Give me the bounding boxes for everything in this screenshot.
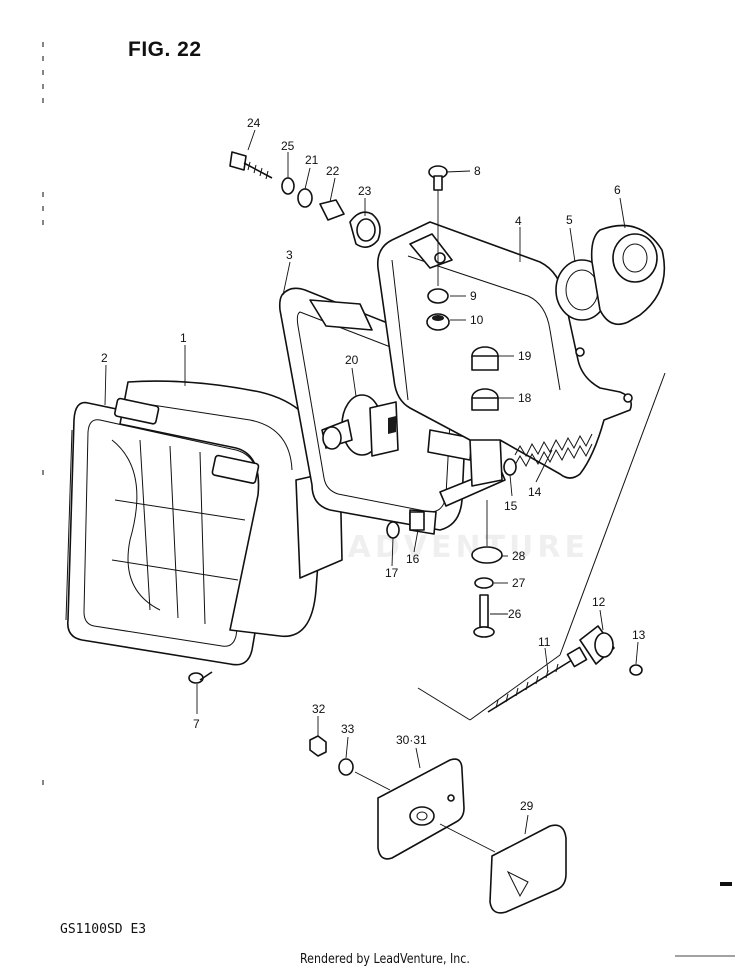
- callout-21: 21: [305, 153, 319, 167]
- callout-22: 22: [326, 164, 340, 178]
- assembly-divider-lines: [417, 372, 666, 721]
- callout-3: 3: [286, 248, 293, 262]
- adjusting-spring-part: [514, 433, 593, 468]
- callout-5: 5: [566, 213, 573, 227]
- callout-10: 10: [470, 313, 484, 327]
- callout-17: 17: [385, 566, 399, 580]
- callout-1: 1: [180, 331, 187, 345]
- reflector-lens-part: [489, 824, 567, 914]
- callout-8: 8: [474, 164, 481, 178]
- callout-20: 20: [345, 353, 359, 367]
- watermark-text: LEADVENTURE: [300, 530, 589, 565]
- callout-6: 6: [614, 183, 621, 197]
- callout-29: 29: [520, 799, 534, 813]
- figure-title: FIG. 22: [128, 38, 202, 61]
- callout-15: 15: [504, 499, 518, 513]
- callout-18: 18: [518, 391, 532, 405]
- callout-26: 26: [508, 607, 522, 621]
- callout-23: 23: [358, 184, 372, 198]
- socket-boot-part: [555, 224, 666, 326]
- callout-12: 12: [592, 595, 606, 609]
- callout-leader-lines: [104, 129, 639, 853]
- callout-32: 32: [312, 702, 326, 716]
- reflector-part: [377, 758, 465, 860]
- small-hardware-parts: [188, 151, 643, 776]
- callout-13: 13: [632, 628, 646, 642]
- callout-27: 27: [512, 576, 526, 590]
- callout-2: 2: [101, 351, 108, 365]
- rendered-by-footer: Rendered by LeadVenture, Inc.: [300, 952, 470, 967]
- callout-14: 14: [528, 485, 542, 499]
- callout-4: 4: [515, 214, 522, 228]
- callout-7: 7: [193, 717, 200, 731]
- headlight-bulb-part: [321, 394, 399, 457]
- callout-25: 25: [281, 139, 295, 153]
- callout-16: 16: [406, 552, 420, 566]
- callout-33: 33: [341, 722, 355, 736]
- margin-dash-mark: [720, 882, 732, 886]
- callout-labels: 1 2 3 4 5 6 7 8 9 10 11 12 13 14 15 16 1…: [101, 116, 646, 813]
- callout-19: 19: [518, 349, 532, 363]
- callout-24: 24: [247, 116, 261, 130]
- callout-30-31: 30·31: [396, 733, 427, 747]
- callout-11: 11: [538, 635, 551, 649]
- model-code: GS1100SD E3: [60, 922, 147, 937]
- callout-9: 9: [470, 289, 477, 303]
- callout-28: 28: [512, 549, 526, 563]
- headlight-case-part: [376, 221, 633, 479]
